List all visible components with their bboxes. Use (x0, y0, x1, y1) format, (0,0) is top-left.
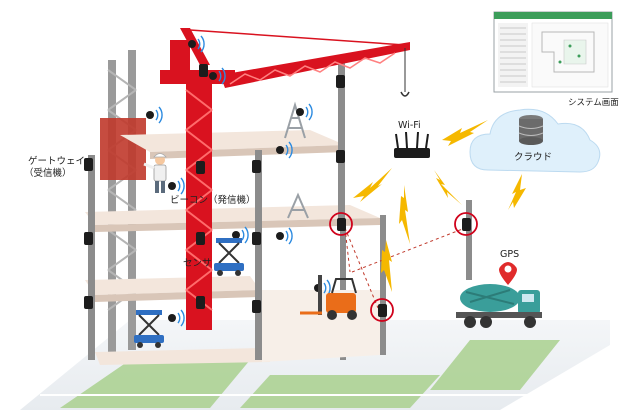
gateway-icon (252, 160, 261, 173)
gateway-label-line2: （受信機） (24, 168, 72, 179)
beacon-icon (276, 227, 293, 245)
gateway-icon (196, 232, 205, 245)
scissor-lift-icon (134, 310, 164, 348)
tower-crane-icon (160, 28, 410, 330)
wifi-router-icon (394, 131, 430, 158)
gateway-label-line1: ゲートウェイ (28, 156, 86, 167)
sensor-label: センサ (183, 258, 212, 269)
mixer-truck-icon (456, 284, 542, 328)
beacon-icon (188, 35, 205, 53)
gateway-icon (84, 296, 93, 309)
forklift-icon (300, 275, 357, 320)
gateway-icon (252, 232, 261, 245)
gps-pin-icon (499, 262, 517, 285)
gateway-icon (378, 304, 387, 317)
gateway-icon (84, 158, 93, 171)
gateway-icon (196, 161, 205, 174)
scissor-lift-icon (214, 238, 244, 276)
scaffold-tower (107, 50, 137, 355)
worker-icon (143, 153, 167, 193)
beacon-icon (209, 67, 226, 85)
wifi-label: Wi-Fi (398, 120, 421, 131)
gps-label: GPS (500, 249, 520, 260)
lightning-icon (353, 120, 526, 292)
ladders (284, 101, 309, 219)
beacon-icon (296, 103, 313, 121)
gateway-icon (199, 64, 208, 77)
highlighted-gateways (329, 212, 478, 322)
beacon-icon (232, 226, 249, 244)
beacon-label: ビーコン（発信機） (170, 195, 256, 206)
beacon-icon (146, 106, 163, 124)
gateway-icon (84, 232, 93, 245)
dashed-links (344, 227, 466, 309)
building (85, 60, 472, 365)
gateway-icon (337, 218, 346, 231)
gateway-icon (196, 296, 205, 309)
beacon-icon (168, 177, 185, 195)
gateway-icon (462, 218, 471, 231)
ground (20, 320, 610, 410)
gateway-icon (336, 75, 345, 88)
gateways (84, 64, 345, 313)
system-screen-label: システム画面 (568, 98, 619, 108)
gateway-icon (336, 150, 345, 163)
cloud-label: クラウド (514, 152, 553, 163)
gateway-icon (252, 300, 261, 313)
hoist-panel (100, 118, 146, 180)
database-icon (518, 115, 544, 145)
system-screen-monitor (493, 11, 613, 93)
beacon-icon (276, 141, 293, 159)
beacon-icon (168, 309, 185, 327)
